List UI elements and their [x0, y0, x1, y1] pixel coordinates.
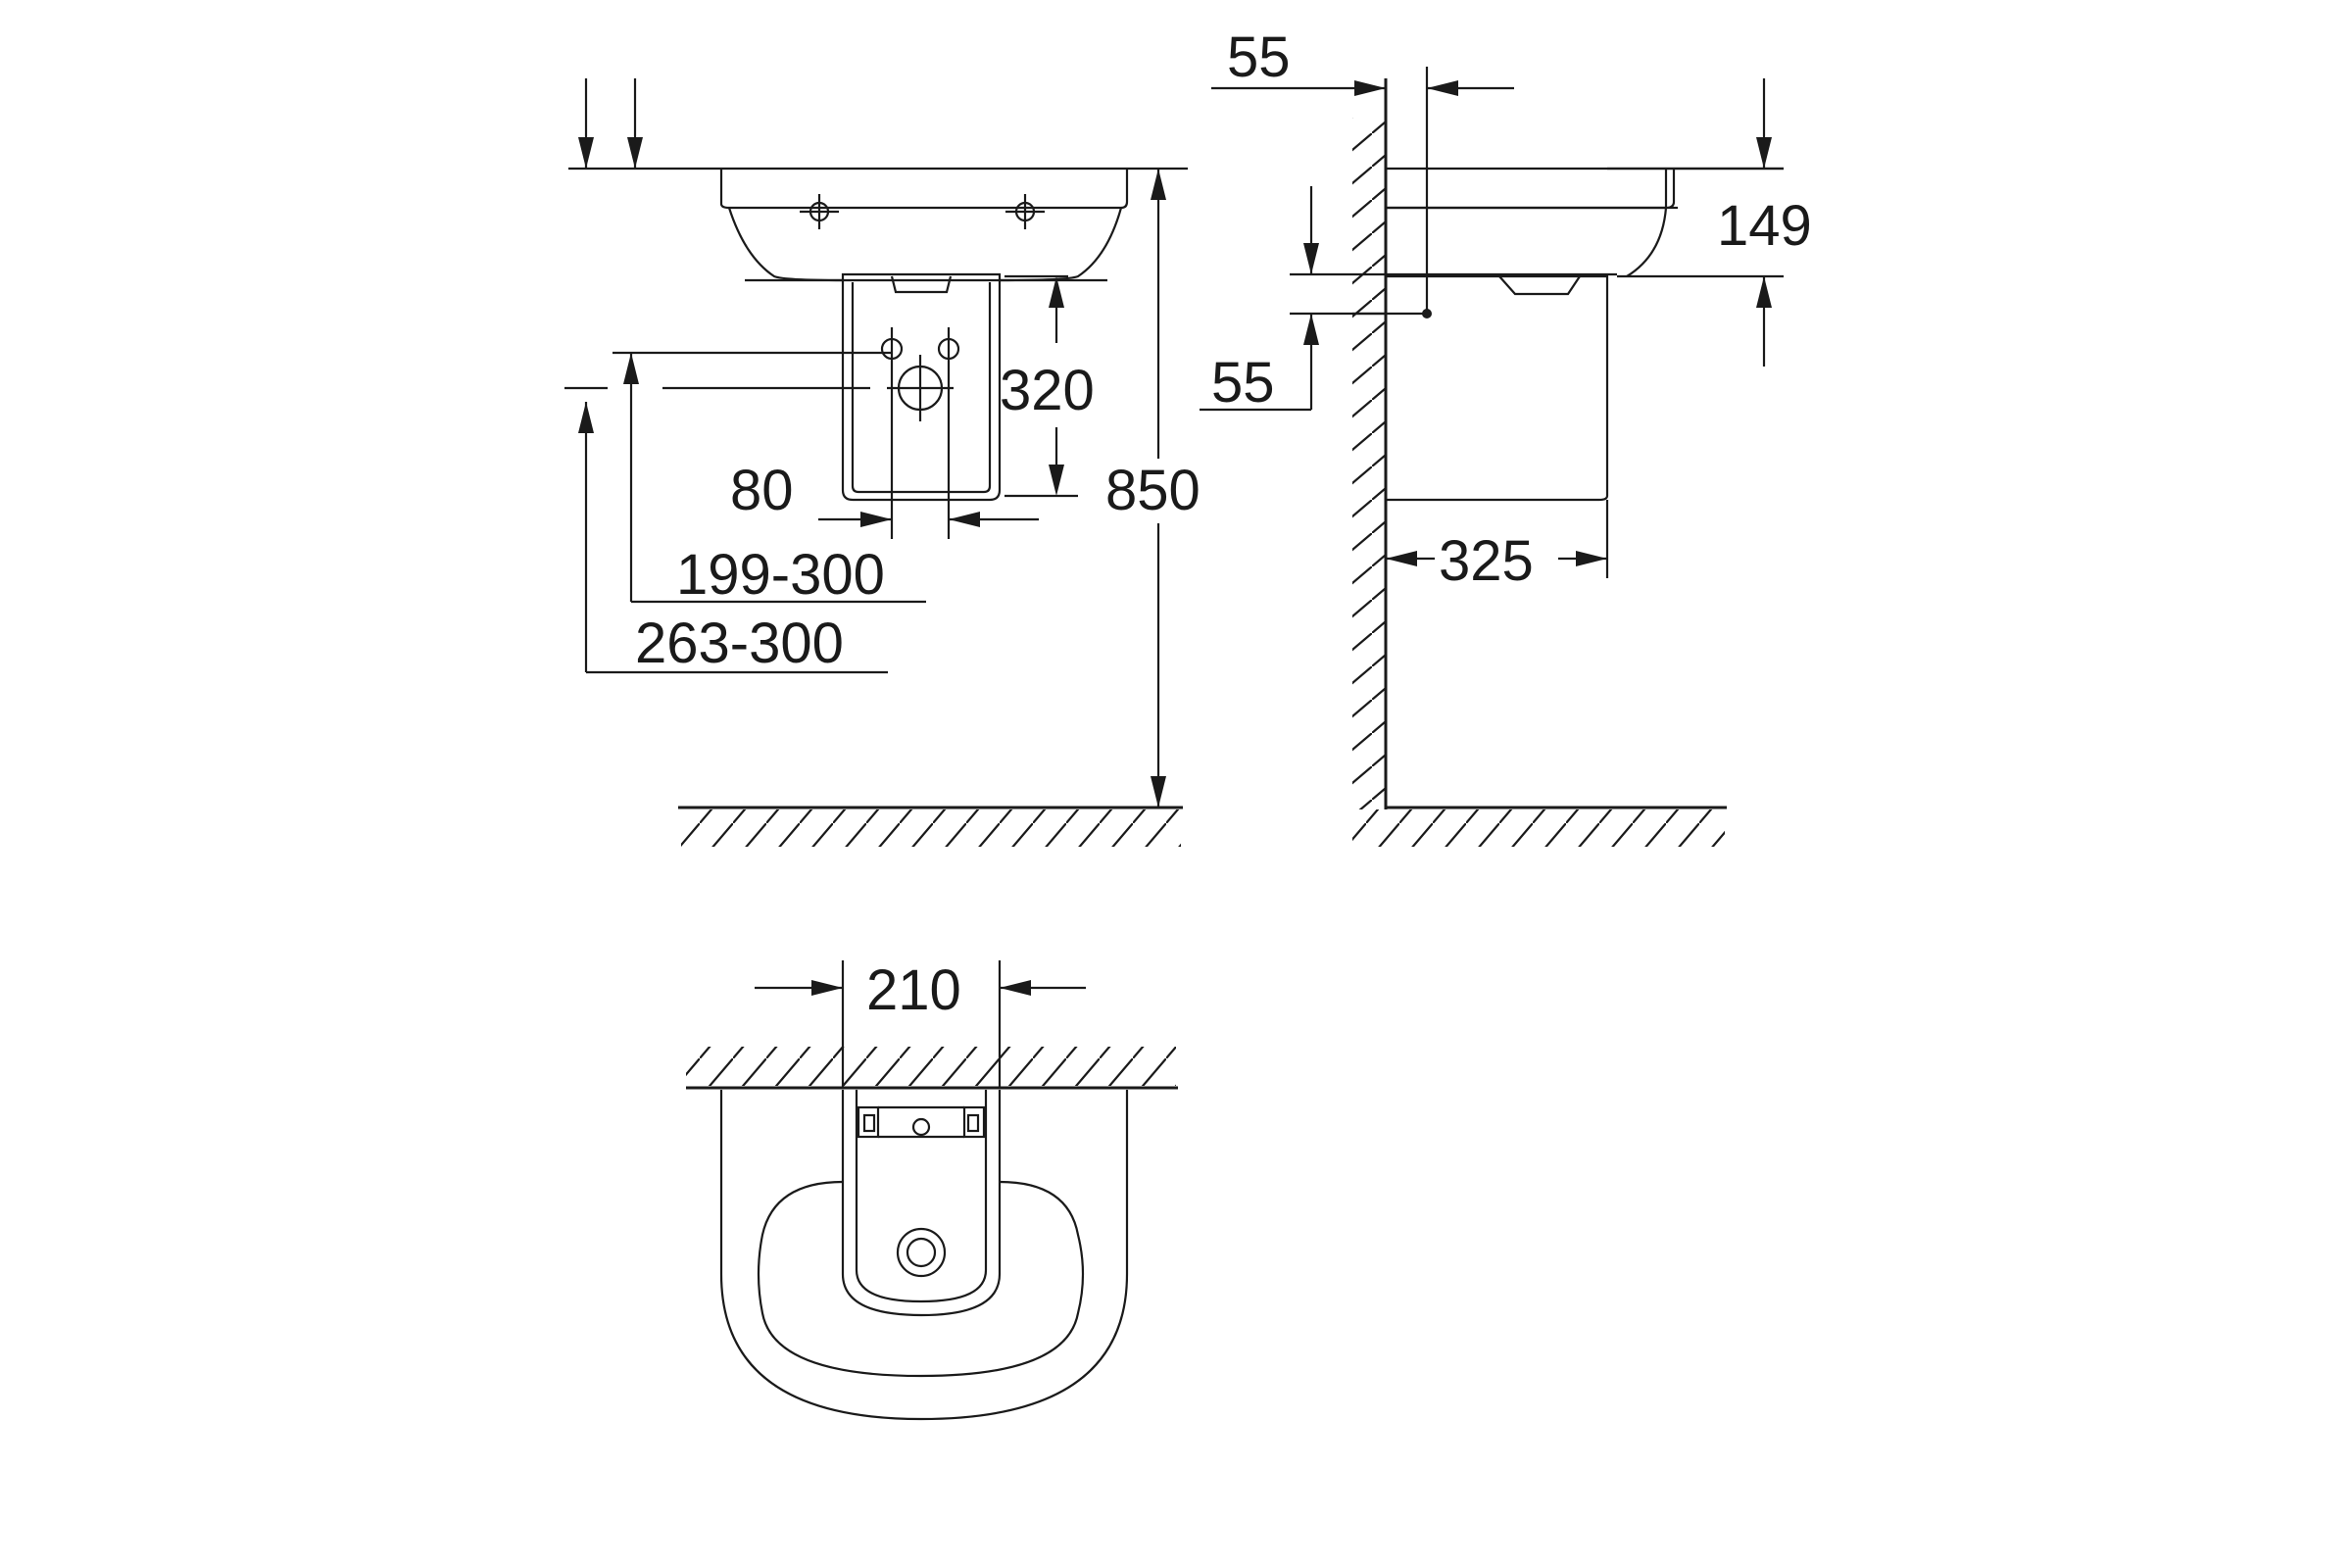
- basin-top: [719, 1090, 1129, 1421]
- tap-hole-right: [1005, 194, 1045, 229]
- dim-199-300-label: 199-300: [676, 543, 885, 607]
- wall-hatch-top: [686, 1047, 1178, 1090]
- top-view: 210: [686, 958, 1178, 1421]
- dim-320-label: 320: [1000, 359, 1095, 422]
- floor-hatch-side: [1352, 806, 1727, 847]
- wall-hatch-side: [1352, 78, 1388, 809]
- dim-80-label: 80: [730, 459, 794, 522]
- dim-850-label: 850: [1105, 459, 1200, 522]
- dim-325-label: 325: [1439, 529, 1534, 593]
- dim-55-left-label: 55: [1211, 351, 1275, 415]
- floor-hatch-front: [678, 806, 1183, 847]
- basin-front: [719, 169, 1129, 282]
- front-view: 320 80 199-300 263-300 850: [564, 78, 1211, 847]
- tap-hole-left: [800, 194, 839, 229]
- side-view: 55 149 55: [1200, 25, 1812, 847]
- dim-210-label: 210: [866, 958, 961, 1022]
- dim-55-top-label: 55: [1227, 25, 1291, 89]
- semi-pedestal-front: [841, 272, 1002, 502]
- dim-149-label: 149: [1717, 194, 1812, 258]
- dim-263-300-label: 263-300: [635, 612, 844, 675]
